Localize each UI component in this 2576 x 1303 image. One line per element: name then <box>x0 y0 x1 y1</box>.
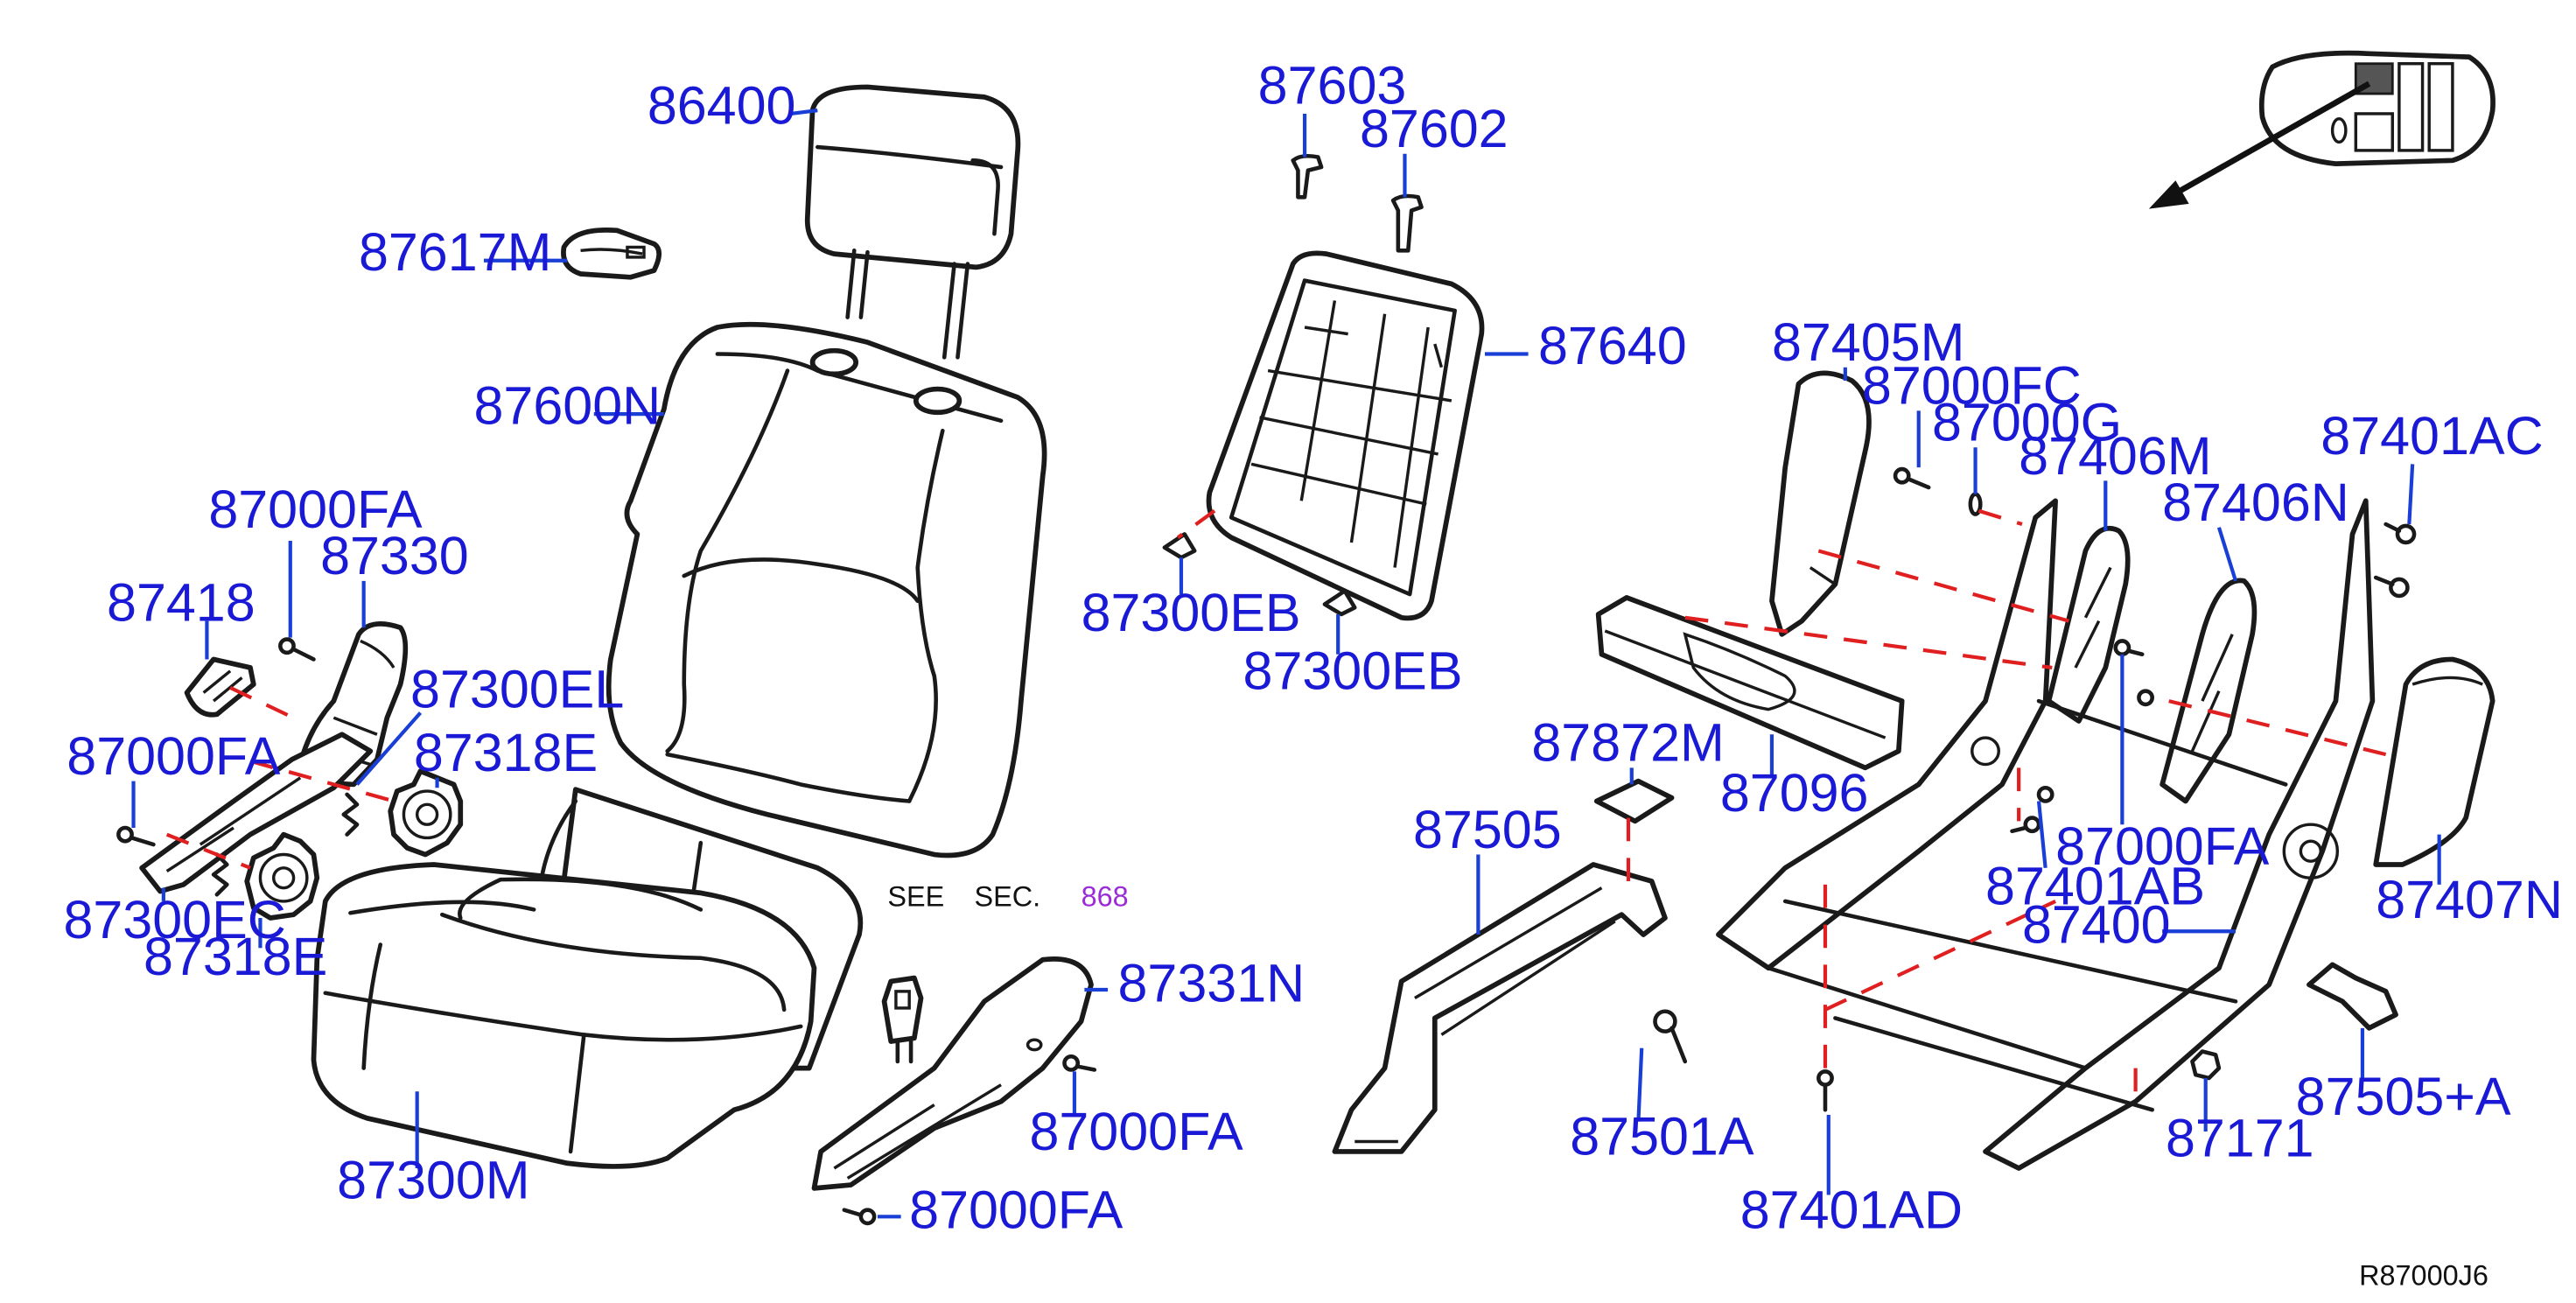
seat-location-icon <box>2258 50 2496 167</box>
label-87300EB-2[interactable]: 87300EB <box>1243 641 1463 701</box>
cushion-87405M[interactable] <box>1769 370 1872 637</box>
clip-87602[interactable] <box>1390 193 1424 253</box>
seat-frame-87400[interactable] <box>1716 498 2376 1171</box>
label-87171[interactable]: 87171 <box>2166 1109 2314 1168</box>
section-ref-link[interactable]: 868 <box>1082 881 1129 913</box>
label-86400[interactable]: 86400 <box>648 75 796 135</box>
pad-87872M[interactable] <box>1593 778 1675 824</box>
label-87300EB-1[interactable]: 87300EB <box>1082 583 1301 642</box>
bolt-87000FC[interactable] <box>1893 466 1931 490</box>
label-87300EL[interactable]: 87300EL <box>410 660 624 719</box>
seat-cushion-87300M[interactable] <box>311 787 864 1169</box>
label-87000FA-3[interactable]: 87000FA <box>1029 1102 1243 1161</box>
label-87401AD[interactable]: 87401AD <box>1740 1180 1963 1240</box>
cover-87407N[interactable] <box>2373 656 2496 867</box>
headrest-86400[interactable] <box>804 84 1021 360</box>
label-87000G[interactable]: 87000G <box>1932 393 2122 452</box>
clip-87603[interactable] <box>1291 153 1324 200</box>
label-87000FC[interactable]: 87000FC <box>1862 356 2082 416</box>
direction-arrow-icon <box>2148 81 2371 209</box>
see-section-note: SEE SEC. 868 <box>887 881 1128 913</box>
spring-87300EL[interactable] <box>341 792 360 837</box>
bolt-87501A[interactable] <box>1653 1009 1688 1064</box>
label-87405M[interactable]: 87405M <box>1772 312 1964 372</box>
bolt-87401AC[interactable] <box>2373 522 2417 599</box>
label-87600N[interactable]: 87600N <box>474 376 662 436</box>
seat-belt-buckle[interactable] <box>881 975 924 1064</box>
spring-87300EC[interactable] <box>211 852 229 897</box>
label-87330[interactable]: 87330 <box>320 526 469 585</box>
label-87505[interactable]: 87505 <box>1413 800 1562 859</box>
label-87406M[interactable]: 87406M <box>2019 426 2211 486</box>
bolt-87401AB[interactable] <box>2010 785 2054 834</box>
label-87406N[interactable]: 87406N <box>2162 473 2349 532</box>
label-87418[interactable]: 87418 <box>107 573 256 633</box>
bolt-87000FA-3[interactable] <box>1062 1054 1097 1072</box>
recliner-disc-87318E-2[interactable] <box>244 831 320 921</box>
back-board-87640[interactable] <box>1206 250 1485 621</box>
assembly-lines <box>165 508 2387 1109</box>
label-87603[interactable]: 87603 <box>1258 55 1407 115</box>
label-87318E-2[interactable]: 87318E <box>144 927 327 986</box>
label-87000FA-2[interactable]: 87000FA <box>66 726 281 786</box>
label-87505A[interactable]: 87505+A <box>2296 1067 2511 1126</box>
recliner-disc-87318E-1[interactable] <box>388 768 464 858</box>
label-87602[interactable]: 87602 <box>1360 99 1508 158</box>
label-87331N[interactable]: 87331N <box>1118 953 1306 1012</box>
cover-87505[interactable] <box>1332 862 1668 1154</box>
leader-lines <box>131 109 2441 1219</box>
sec-text: SEC. <box>975 881 1041 913</box>
side-cover-87331N[interactable] <box>811 956 1094 1191</box>
label-87401AB[interactable]: 87401AB <box>1985 857 2205 916</box>
knob-87418[interactable] <box>184 656 256 718</box>
bolt-87000FA-4[interactable] <box>842 1208 877 1226</box>
label-87400[interactable]: 87400 <box>2022 895 2171 955</box>
label-87300M[interactable]: 87300M <box>337 1150 529 1209</box>
seat-back-87600N[interactable] <box>606 321 1047 858</box>
label-87096[interactable]: 87096 <box>1720 763 1869 823</box>
see-text: SEE <box>887 881 944 913</box>
label-87000FA-5[interactable]: 87000FA <box>2055 816 2270 876</box>
part-number-labels: 86400 87617M 87600N 87000FA 87330 87418 … <box>63 55 2562 1239</box>
label-87872M[interactable]: 87872M <box>1531 713 1724 773</box>
label-87318E-1[interactable]: 87318E <box>414 723 598 782</box>
nut-87171[interactable] <box>2190 1049 2222 1081</box>
clip-87300EB-2[interactable] <box>1322 588 1357 617</box>
bracket-87505A[interactable] <box>2306 962 2398 1031</box>
label-87401AC[interactable]: 87401AC <box>2320 406 2543 466</box>
bracket-left[interactable] <box>139 732 374 894</box>
drawing-code: R87000J6 <box>2359 1259 2488 1291</box>
label-87407N[interactable]: 87407N <box>2376 870 2563 929</box>
clip-87300EB-1[interactable] <box>1162 532 1197 560</box>
cover-87406M[interactable] <box>2046 525 2131 724</box>
rail-87096[interactable] <box>1595 595 1905 771</box>
label-87501A[interactable]: 87501A <box>1570 1107 1754 1166</box>
label-87000FA-4[interactable]: 87000FA <box>909 1180 1124 1240</box>
label-87640[interactable]: 87640 <box>1538 316 1687 375</box>
cover-87406N[interactable] <box>2160 578 2258 804</box>
trim-87617M[interactable] <box>561 228 662 280</box>
label-87000FA-1[interactable]: 87000FA <box>208 480 423 539</box>
label-87300EC[interactable]: 87300EC <box>63 890 285 949</box>
label-87617M[interactable]: 87617M <box>359 222 551 282</box>
bolt-87000FA-1[interactable] <box>278 637 316 662</box>
bolt-87401AD[interactable] <box>1816 1069 1834 1112</box>
bolt-87000FA-2[interactable] <box>116 825 156 847</box>
